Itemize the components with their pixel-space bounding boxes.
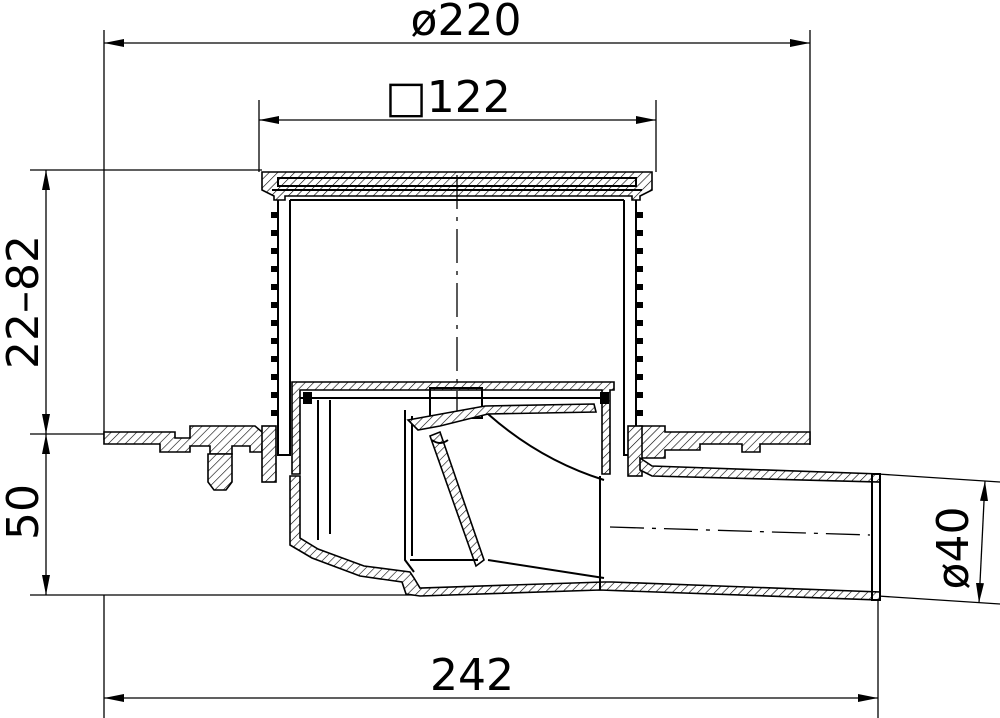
extension-line-outlet-bottom — [877, 595, 1000, 605]
label-body-height: 50 — [0, 484, 49, 540]
seal-ring-right — [600, 392, 609, 404]
outlet-center-line — [609, 526, 871, 536]
anchor-lug — [207, 453, 233, 491]
flap-top — [406, 403, 598, 431]
flow-curve-bottom — [487, 559, 605, 579]
clamp-ring-right — [627, 425, 643, 477]
flap-blade — [428, 430, 485, 568]
bell-section — [291, 381, 615, 475]
label-outlet-diameter: ø40 — [928, 507, 979, 590]
flap-hinge — [431, 439, 449, 444]
dimension-grate-size: □122 — [258, 72, 657, 172]
label-overall-diameter: ø220 — [411, 0, 522, 46]
sleeve-ribs-right — [636, 212, 643, 416]
label-grate-size: □122 — [385, 72, 511, 123]
flange — [103, 425, 811, 491]
dimension-line-outlet — [975, 480, 989, 604]
extension-line-outlet-top — [877, 473, 1000, 483]
flange-left-section — [103, 425, 276, 455]
clamp-ring-left — [261, 425, 277, 483]
label-height-adjust: 22–82 — [0, 235, 49, 369]
body-shell — [289, 475, 881, 601]
label-overall-length: 242 — [430, 650, 514, 701]
drain-body — [289, 456, 881, 601]
insert-pipe-left — [404, 410, 415, 573]
outlet-end — [871, 473, 881, 601]
dimension-overall-diameter: ø220 — [103, 0, 811, 445]
flange-right-section — [639, 425, 811, 459]
dimension-overall-length: 242 — [103, 595, 879, 718]
sleeve-left-wall — [277, 200, 291, 456]
dimension-outlet-diameter: ø40 — [877, 473, 1000, 605]
sleeve-ribs-left — [271, 212, 278, 416]
sleeve-right-wall — [623, 200, 637, 456]
dimension-height-adjust: 22–82 — [0, 169, 262, 435]
flow-curve-top — [487, 413, 605, 481]
dimension-body-height: 50 — [0, 434, 420, 596]
odor-trap-bell — [291, 381, 615, 475]
trap-insert — [317, 400, 605, 579]
outlet-top-wall — [639, 456, 881, 483]
